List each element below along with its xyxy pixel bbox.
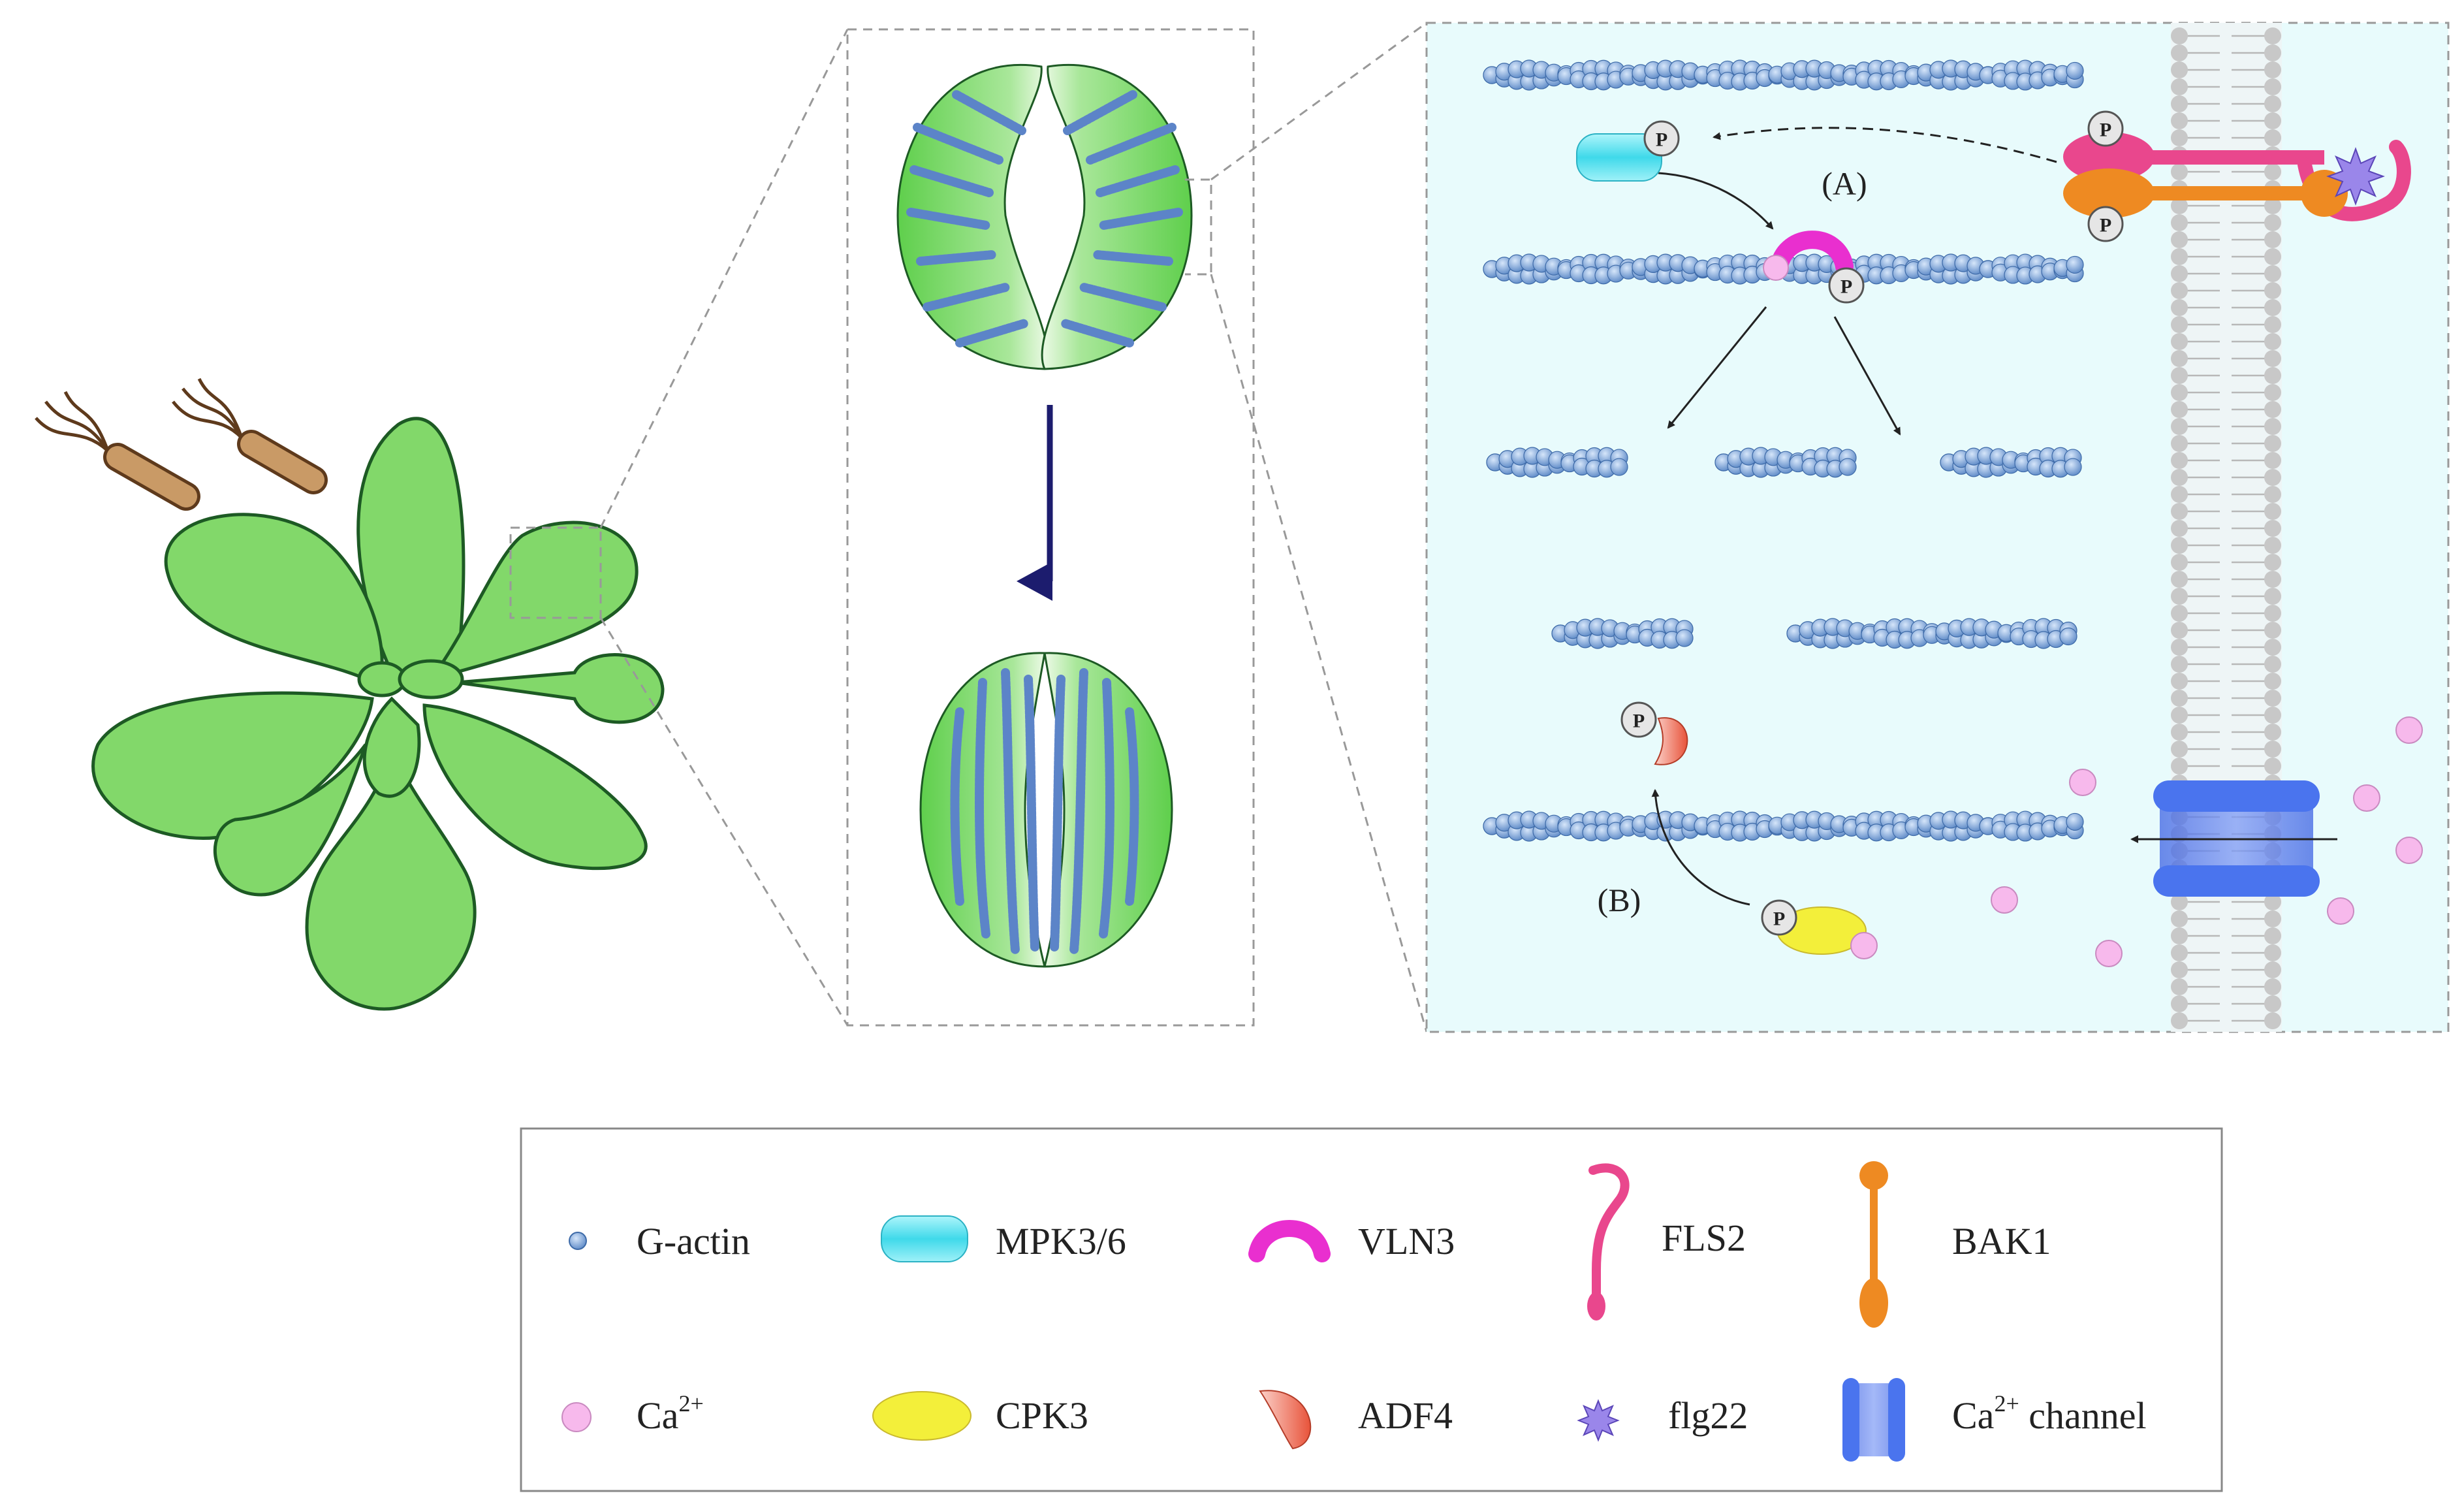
label-pathway-a: (A): [1822, 165, 1867, 202]
leaf-small-lower-left: [213, 743, 368, 897]
flg22-icon: [1577, 1399, 1620, 1442]
g-actin-icon: [569, 1232, 587, 1250]
calcium-channel: [2153, 780, 2320, 897]
legend-labels: G-actin MPK3/6 VLN3 FLS2 BAK1 Ca2+ CPK3 …: [637, 1217, 2147, 1437]
bacterium-right: [172, 377, 328, 494]
legend-icons: [561, 1161, 1905, 1462]
svg-text:P: P: [1633, 711, 1645, 732]
actin-fragment: [1714, 447, 1857, 478]
actin-fragment: [1551, 618, 1694, 649]
stomata-closed: [919, 652, 1173, 968]
stomata-open: [896, 63, 1193, 370]
adf4-protein: P: [1620, 701, 1688, 765]
svg-text:P: P: [2100, 215, 2111, 236]
svg-text:P: P: [2100, 120, 2111, 141]
leaf-center-lower: [362, 696, 421, 798]
zoom-connector-2: [1185, 22, 1428, 1033]
phospho-cpk3: P: [1761, 899, 1797, 936]
arrow-cpk3-to-adf4: [1651, 789, 1750, 906]
label-pathway-b: (B): [1598, 882, 1641, 918]
calcium-icon: [561, 1402, 592, 1432]
leaf-upper-left: [164, 513, 384, 688]
leaf-center-b: [398, 659, 464, 699]
vln3-icon: [1248, 1220, 1331, 1262]
phospho-mpk: P: [1643, 120, 1680, 157]
bak1-icon: [1859, 1161, 1888, 1328]
svg-text:P: P: [1656, 129, 1667, 151]
legend-label-calcium: Ca2+: [637, 1390, 704, 1437]
leaf-upper-right: [426, 521, 639, 682]
mpk3-6-protein: P: [1576, 120, 1680, 182]
arrow-mpk-to-vln3: [1658, 172, 1774, 230]
legend-label-vln3: VLN3: [1358, 1220, 1455, 1262]
legend-label-bak1: BAK1: [1952, 1220, 2051, 1262]
guard-cell-panel: [846, 28, 1255, 1027]
leaf-big-left: [91, 691, 374, 840]
actin-fragment: [1940, 447, 2082, 478]
legend-label-cpk3: CPK3: [996, 1394, 1088, 1437]
radial-actin-filaments: [906, 90, 1183, 347]
phospho-vln3: P: [1828, 267, 1865, 304]
svg-text:P: P: [1840, 276, 1852, 298]
leaf-small-right: [456, 653, 665, 724]
mpk-icon: [881, 1215, 968, 1262]
phospho-bak1: P: [2087, 206, 2124, 242]
leaf-top: [356, 417, 466, 675]
actin-fragment: [1486, 447, 1628, 478]
calcium-ions: [1991, 716, 2423, 967]
phospho-fls2: P: [2087, 110, 2124, 147]
longitudinal-actin-filaments: [950, 668, 1139, 955]
actin-fragment: [1786, 618, 2077, 649]
legend-label-flg22: flg22: [1668, 1394, 1748, 1437]
cpk3-icon: [872, 1391, 971, 1441]
legend-label-mpk: MPK3/6: [996, 1220, 1126, 1262]
flg22-star: [2326, 147, 2385, 206]
fls2-bak1-complex: P P: [2063, 110, 2411, 242]
signal-arrow-mpk: [1713, 127, 2057, 163]
fls2-icon: [1587, 1163, 1630, 1321]
legend-box: [520, 1127, 2223, 1492]
phospho-adf4: P: [1620, 701, 1657, 738]
legend-label-fls2: FLS2: [1662, 1217, 1746, 1259]
legend-label-g-actin: G-actin: [637, 1220, 750, 1262]
actin-filaments: [1483, 59, 2084, 842]
leaf-big-right: [422, 703, 648, 871]
leaf-bottom: [305, 746, 477, 1011]
bak1-receptor: [2063, 168, 2348, 218]
arrow-sever-right: [1833, 316, 1901, 436]
zoom-connector-1: [509, 29, 849, 1026]
plant-rosette: [91, 417, 665, 1011]
vln3-protein: P: [1763, 231, 1865, 304]
actin-filament-top: [1483, 59, 2084, 91]
arrow-sever-left: [1667, 306, 1767, 429]
legend-label-adf4: ADF4: [1358, 1394, 1453, 1437]
cpk3-protein: P: [1761, 899, 1878, 959]
channel-icon: [1842, 1378, 1905, 1462]
legend-label-channel: Ca2+ channel: [1952, 1390, 2147, 1437]
bacteria-group: [35, 377, 328, 511]
actin-filament-bottom: [1483, 810, 2084, 842]
adf4-icon: [1259, 1390, 1312, 1450]
bacterium-left: [35, 391, 200, 511]
svg-text:P: P: [1773, 908, 1785, 930]
